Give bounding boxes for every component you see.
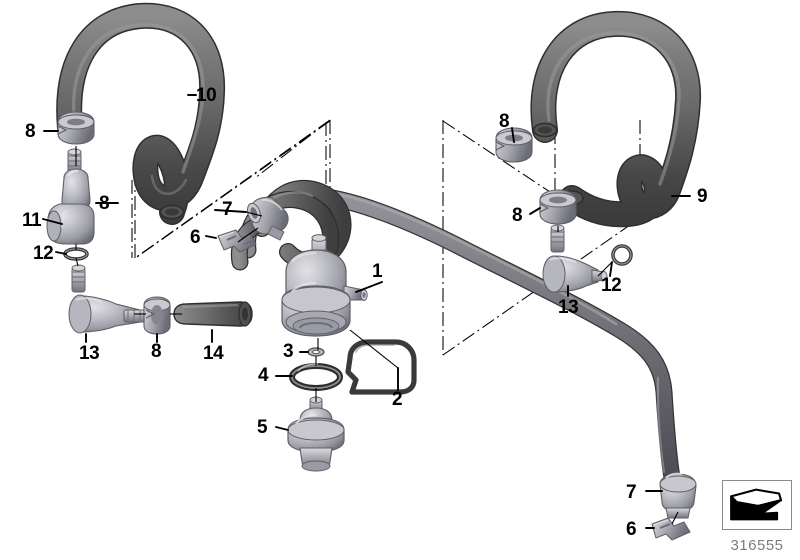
callout-3: 3: [283, 341, 294, 362]
part-o-ring-small-left: [63, 247, 89, 261]
part-vent-hose-right: [530, 10, 702, 228]
callout-4: 4: [258, 365, 269, 386]
part-quick-connect-lower-right: [659, 472, 697, 519]
callout-12-a: 12: [33, 243, 54, 264]
callout-13-b: 13: [558, 297, 579, 318]
part-flat-clip-lower-right: [651, 517, 691, 541]
callout-8-a: 8: [25, 121, 36, 142]
callout-2: 2: [392, 389, 403, 410]
callout-7: 7: [222, 199, 233, 220]
callout-8-c: 8: [151, 341, 162, 362]
callout-6: 6: [190, 227, 201, 248]
callout-9: 9: [697, 186, 708, 207]
part-o-ring-small-right: [611, 244, 633, 266]
callout-12-b: 12: [601, 275, 622, 296]
callout-1: 1: [372, 261, 383, 282]
part-o-ring-large: [289, 363, 343, 391]
part-angled-connector-11: [46, 148, 95, 245]
callout-10: 10: [196, 85, 217, 106]
part-hose-clamp-left-top: [57, 111, 95, 145]
diagram-id-number: 316555: [730, 537, 784, 554]
callout-leader-lines: [42, 94, 691, 529]
callout-7-b: 7: [626, 482, 637, 503]
part-hose-clamp-right-bottom: [539, 189, 577, 225]
part-hose-clamp-right-top: [495, 127, 533, 163]
callout-8-d: 8: [499, 111, 510, 132]
part-long-supply-pipe: [309, 187, 681, 487]
part-retaining-clip: [345, 339, 417, 395]
callout-8-e: 8: [512, 205, 523, 226]
callout-14: 14: [203, 343, 224, 364]
part-quick-connect-center: [247, 196, 289, 241]
part-elbow-connector-right: [542, 224, 608, 293]
pointer-lines: [75, 146, 679, 525]
part-fuel-distributor: [281, 234, 368, 337]
arrow-wedge-icon: [730, 488, 783, 521]
callout-11: 11: [22, 210, 42, 231]
callout-5: 5: [257, 417, 268, 438]
callout-6-b: 6: [626, 519, 637, 540]
part-hose-clamp-left-bottom: [143, 296, 171, 335]
part-pressure-regulator: [287, 396, 345, 472]
orientation-icon-box: [722, 480, 792, 530]
part-washer: [307, 347, 325, 357]
callout-8-b: 8: [99, 193, 110, 214]
callout-13-a: 13: [79, 343, 100, 364]
part-rubber-sleeve-14: [173, 301, 253, 327]
part-elbow-connector-left: [68, 264, 147, 334]
part-flat-clip-center: [217, 229, 257, 253]
